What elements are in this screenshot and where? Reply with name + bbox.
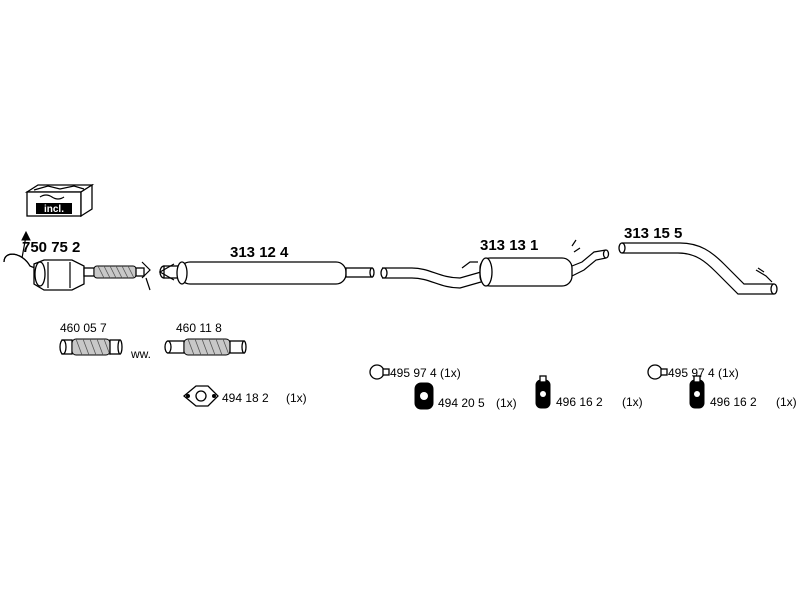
catalytic-converter-part <box>3 230 151 291</box>
flex-pipe-right-part-number: 460 11 8 <box>176 321 222 335</box>
hanger-middle-part-number: 494 20 5 <box>438 396 485 410</box>
catalytic-converter-part-number: 750 75 2 <box>22 239 80 256</box>
middle-silencer-part <box>380 239 610 289</box>
rubber-middle-part-number: 496 16 2 <box>556 395 603 409</box>
tail-pipe-part <box>618 242 778 295</box>
rubber-mount-icon <box>689 375 705 409</box>
clamp-middle-part-number: 495 97 4 (1x) <box>390 366 461 380</box>
rubber-rear-part-number: 496 16 2 <box>710 395 757 409</box>
clamp-icon <box>369 364 390 380</box>
kit-box-label: incl. <box>44 204 64 215</box>
middle-silencer-part-number: 313 13 1 <box>480 237 538 254</box>
hanger-icon <box>414 382 434 410</box>
rubber-middle-quantity: (1x) <box>622 395 643 409</box>
kit-box-icon: incl. <box>24 183 95 218</box>
rubber-mount-icon <box>535 375 551 409</box>
gasket-icon <box>182 385 219 407</box>
flex-pipe-left-part-number: 460 05 7 <box>60 321 107 335</box>
flex-pipe-right-part <box>164 338 247 356</box>
clamp-rear-part-number: 495 97 4 (1x) <box>668 366 739 380</box>
rubber-rear-quantity: (1x) <box>776 395 797 409</box>
hanger-middle-quantity: (1x) <box>496 396 517 410</box>
front-silencer-part-number: 313 12 4 <box>230 244 289 261</box>
gasket-part-number: 494 18 2 <box>222 391 269 405</box>
flex-pipe-left-part <box>59 338 123 356</box>
gasket-quantity: (1x) <box>286 391 307 405</box>
front-silencer-part <box>158 261 375 285</box>
alternative-marker: ww. <box>130 347 151 361</box>
tail-pipe-part-number: 313 15 5 <box>624 225 682 242</box>
clamp-icon <box>647 364 668 380</box>
